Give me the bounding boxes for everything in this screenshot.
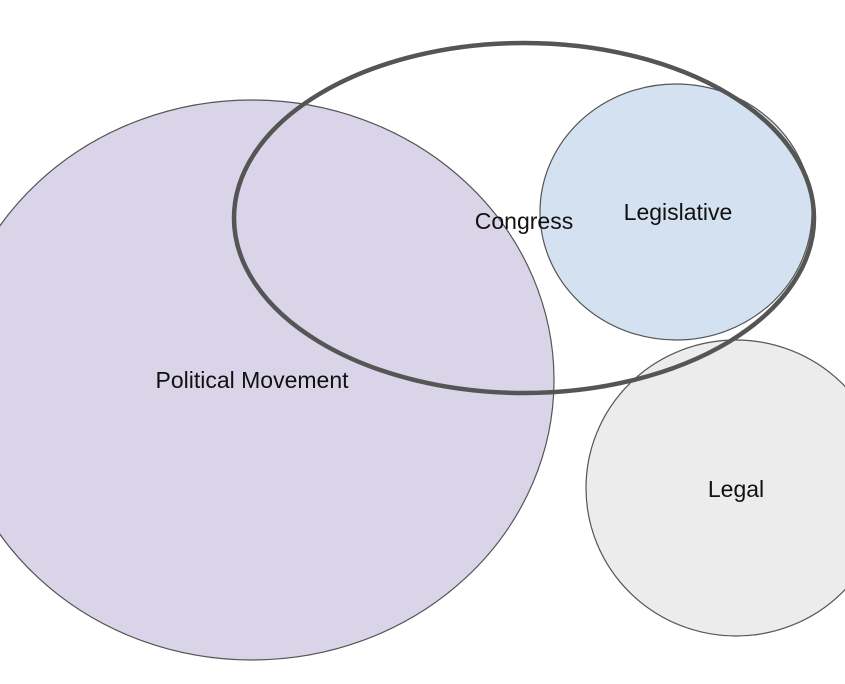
congress-set <box>231 40 817 396</box>
political-movement-set <box>0 99 555 661</box>
political-movement-label: Political Movement <box>155 367 349 393</box>
legislative-label: Legislative <box>624 199 733 225</box>
legal-label: Legal <box>708 476 764 502</box>
congress-label: Congress <box>475 208 573 234</box>
